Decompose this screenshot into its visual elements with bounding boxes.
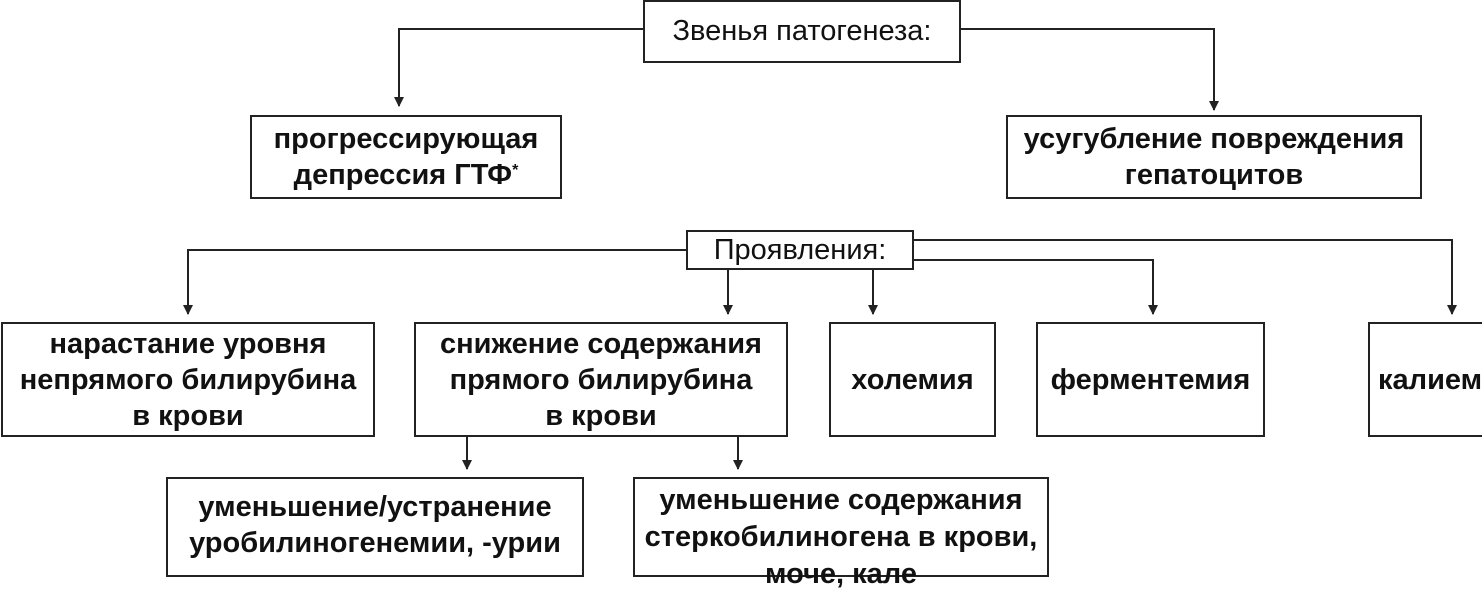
edge-manifest-to-indirect (183, 249, 686, 315)
node-stercobilinogen-text: уменьшение содержания стеркобилиногена в… (644, 484, 1038, 590)
node-cholemia-text: холемия (851, 363, 974, 396)
footnote-mark: * (512, 162, 519, 179)
edge-header-to-hepatocytes (961, 28, 1219, 111)
connector-lines (183, 28, 1457, 470)
node-indirect-bilirubin-text: нарастание уровня непрямого билирубина в… (19, 327, 357, 432)
edge-manifest-to-kaliemia (914, 239, 1457, 315)
node-stercobilinogen: уменьшение содержания стеркобилиногена в… (633, 477, 1049, 590)
edge-manifest-to-fermentemia (914, 259, 1158, 315)
node-direct-bilirubin: снижение содержания прямого билирубина в… (414, 322, 788, 437)
node-hepatocyte-damage-text: усугубление повреждения гепатоцитов (1023, 123, 1405, 191)
node-pathogenesis-links-label: Звенья патогенеза: (672, 15, 932, 47)
node-pathogenesis-links: Звенья патогенеза: (643, 0, 961, 63)
node-hepatocyte-damage: усугубление повреждения гепатоцитов (1006, 115, 1422, 199)
edge-header-to-ghf (394, 28, 643, 107)
node-urobilinogen-text: уменьшение/устранение уробилиногенемии, … (189, 491, 561, 559)
node-manifestations-label: Проявления: (713, 233, 887, 266)
node-direct-bilirubin-text: снижение содержания прямого билирубина в… (440, 327, 762, 432)
node-kaliemia: калием (1368, 322, 1482, 437)
node-indirect-bilirubin: нарастание уровня непрямого билирубина в… (1, 322, 375, 437)
node-urobilinogen: уменьшение/устранение уробилиногенемии, … (166, 477, 584, 577)
node-fermentemia-text: ферментемия (1050, 363, 1251, 396)
node-cholemia: холемия (829, 322, 996, 437)
node-fermentemia: ферментемия (1036, 322, 1265, 437)
node-manifestations: Проявления: (686, 230, 914, 270)
node-ghf-depression: прогрессирующая депрессия ГТФ* (250, 115, 562, 199)
node-kaliemia-text: калием (1378, 363, 1482, 396)
node-ghf-depression-text: прогрессирующая депрессия ГТФ (273, 123, 539, 191)
